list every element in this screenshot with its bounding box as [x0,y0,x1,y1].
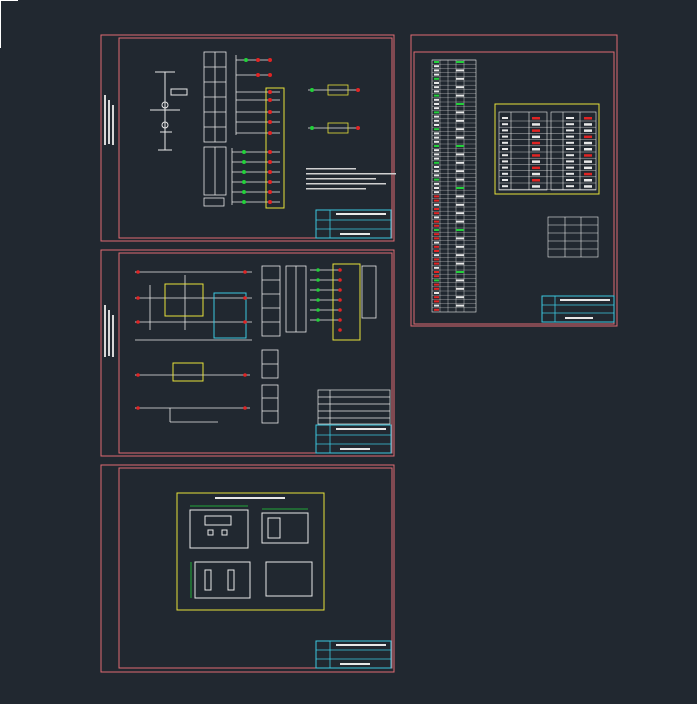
sheet-primary-wiring[interactable] [100,34,396,242]
breaker-highlight [164,283,204,317]
switch-highlight [172,362,204,382]
terminal-dots [242,58,272,204]
terminal-block-highlight [265,87,285,209]
front-view [189,509,249,549]
origin-corner-marker [0,0,18,48]
cutout-view [265,561,313,597]
spec-table [494,103,600,195]
sheet-terminal-table[interactable] [410,34,618,327]
side-view [261,512,309,544]
terminal-table [285,265,377,333]
single-line-diagram [150,71,188,151]
bill-of-materials [317,389,391,425]
side-notes [104,95,114,145]
device-table [203,51,227,207]
side-notes [104,305,114,357]
legend-table [547,216,599,258]
title-block [541,295,615,323]
control-circuit [231,55,280,205]
relay-circuits [308,84,360,134]
terminal-strip-highlight [332,263,361,341]
title-block [315,424,392,454]
back-view [194,561,251,599]
terminal-list [431,59,477,313]
sheet-panel-layout[interactable] [100,464,395,673]
title-block [315,640,392,669]
device-list [261,265,281,424]
sheet-secondary-wiring[interactable] [100,249,395,457]
relay-highlight [213,292,247,339]
title-block [315,209,392,239]
control-wiring [135,271,252,423]
panel-outline [176,492,325,611]
notes-block [306,168,396,190]
